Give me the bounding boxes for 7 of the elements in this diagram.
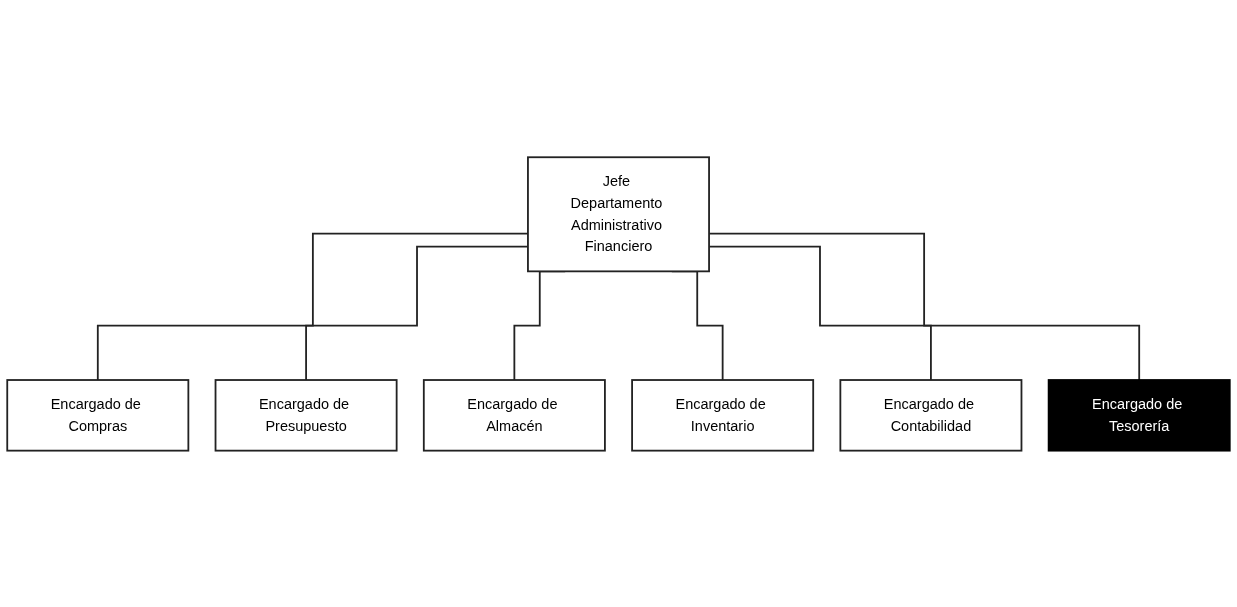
node-box: Jefe Departamento Administrativo Financiero — [527, 155, 710, 272]
node-box: Encargado de Almacén — [422, 378, 606, 452]
node-box: Encargado de Presupuesto — [214, 378, 398, 452]
node-box: Encargado de Inventario — [631, 378, 815, 452]
node-box: Encargado de Contabilidad — [839, 378, 1023, 452]
node-box: Encargado de Compras — [6, 378, 190, 452]
node-box: Encargado de Tesorería — [1047, 378, 1231, 452]
